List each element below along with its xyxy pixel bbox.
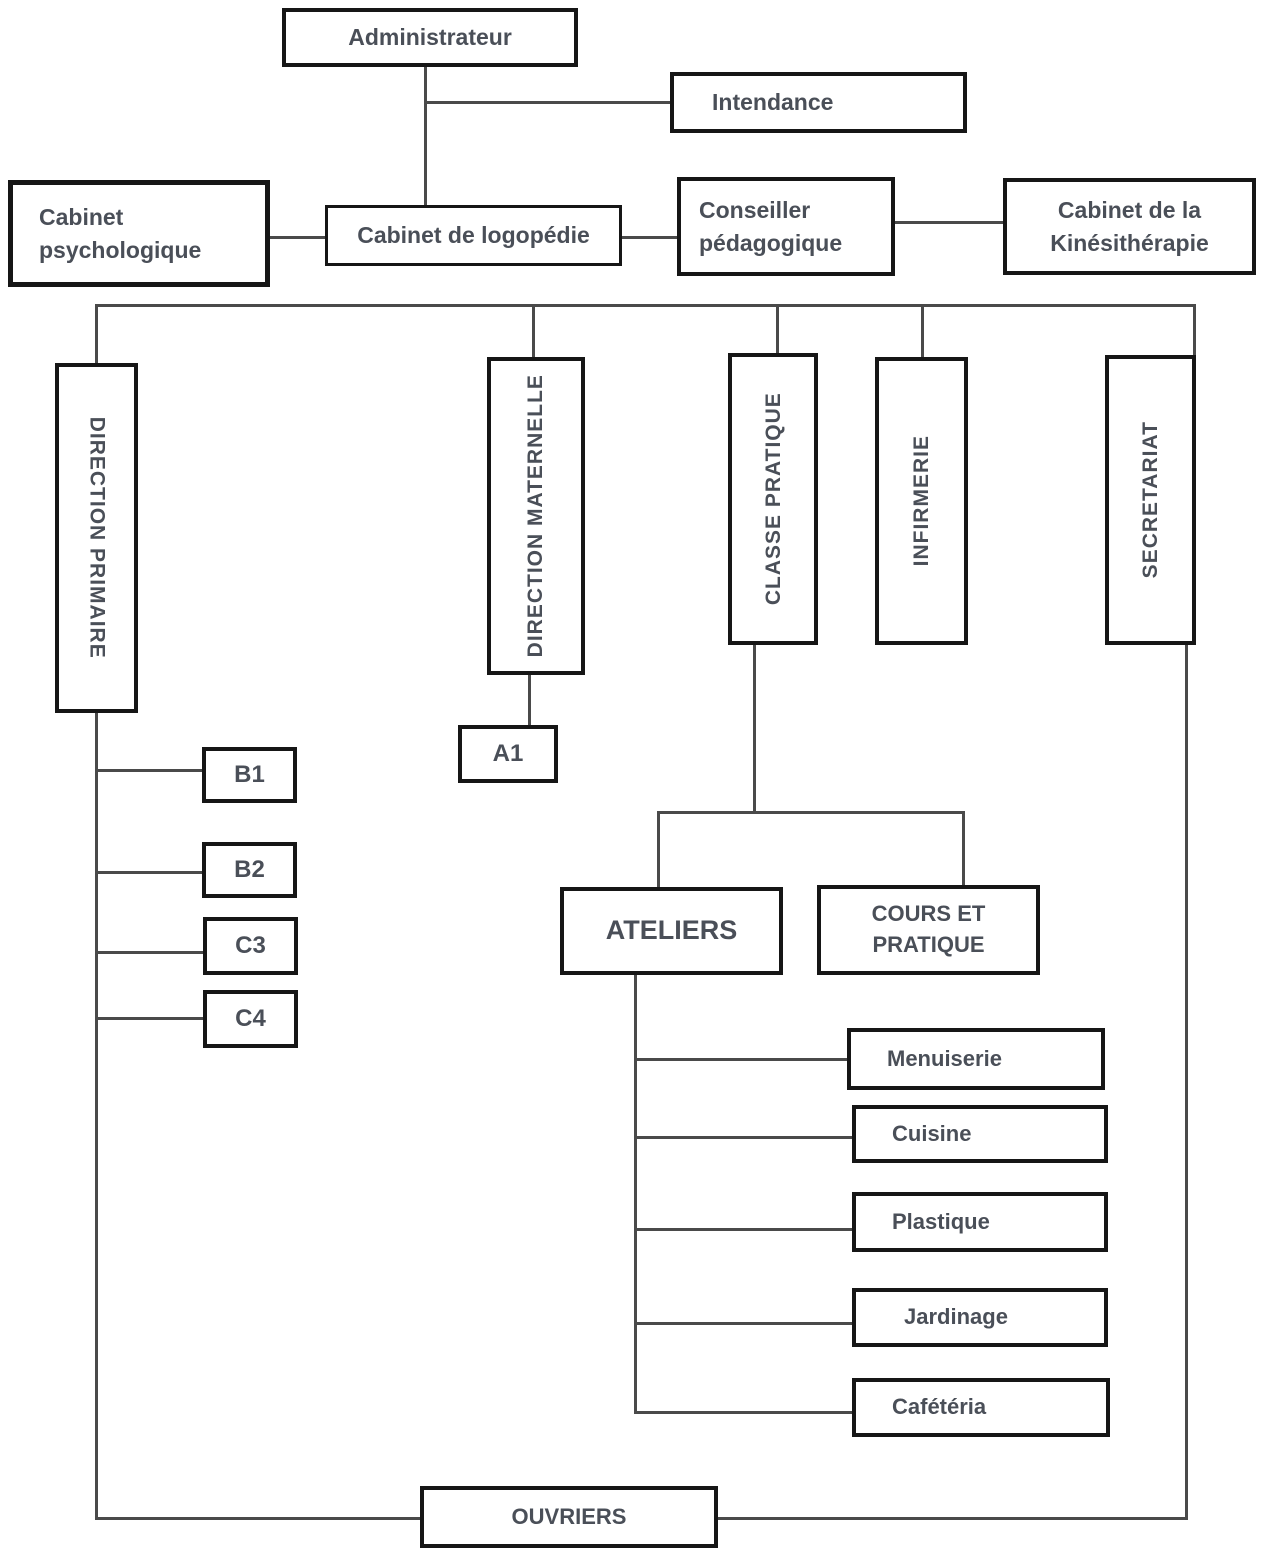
box-cafeteria: Cafétéria [852,1378,1110,1437]
box-cabinet-kinesitherapie: Cabinet de la Kinésithérapie [1003,178,1256,275]
box-direction-primaire: DIRECTION PRIMAIRE [55,363,138,713]
box-label-secretariat: SECRETARIAT [1138,421,1162,579]
edge-ouvriers-right [718,1517,1188,1520]
edge-drop-classe-pratique [776,304,779,355]
edge-classe-split-v [753,645,756,814]
edge-menuiserie [634,1058,847,1061]
box-label-cabinet-psychologique-line2: psychologique [39,236,202,263]
box-direction-maternelle: DIRECTION MATERNELLE [487,357,585,675]
box-jardinage: Jardinage [852,1288,1108,1347]
box-c4: C4 [203,990,298,1048]
edge-jardinage [634,1322,852,1325]
box-intendance: Intendance [670,72,967,133]
box-label-b2: B2 [234,856,265,884]
box-label-jardinage: Jardinage [904,1304,1008,1330]
box-label-plastique: Plastique [892,1208,990,1234]
box-plastique: Plastique [852,1192,1108,1252]
box-ouvriers: OUVRIERS [420,1486,718,1548]
edge-drop-infirmerie [921,304,924,359]
edge-drop-direction-maternelle [532,304,535,359]
box-label-ouvriers: OUVRIERS [511,1503,627,1529]
edge-rail-right [1185,645,1188,1520]
box-secretariat: SECRETARIAT [1105,355,1196,645]
edge-b2 [97,871,202,874]
edge-cafeteria [634,1411,852,1414]
edge-c3 [97,951,203,954]
edge-ouvriers-left [95,1517,423,1520]
box-administrateur: Administrateur [282,8,578,67]
box-label-cuisine: Cuisine [892,1120,972,1146]
edge-logopedie-conseiller [622,236,677,239]
edge-conseiller-kine [895,221,1003,224]
edge-cours-drop [962,811,965,885]
box-cabinet-psychologique: Cabinet psychologique [8,180,270,287]
box-label-administrateur: Administrateur [348,24,512,51]
box-label-cafeteria: Cafétéria [892,1394,987,1420]
box-label-cabinet-kinesitherapie-line1: Cabinet de la [1057,197,1202,224]
box-label-c3: C3 [235,932,266,960]
box-a1: A1 [458,725,558,783]
edge-drop-direction-primaire [95,304,98,365]
box-label-cabinet-kinesitherapie-line2: Kinésithérapie [1050,229,1209,256]
box-label-a1: A1 [492,740,524,768]
box-label-direction-maternelle: DIRECTION MATERNELLE [524,374,548,658]
box-label-cabinet-psychologique-line1: Cabinet [39,204,124,231]
box-label-conseiller-pedagogique-line1: Conseiller [699,197,811,224]
box-menuiserie: Menuiserie [847,1028,1105,1090]
edge-c4 [97,1017,203,1020]
edge-trunk [95,304,1196,307]
box-label-conseiller-pedagogique-line2: pédagogique [699,229,843,256]
box-label-ateliers: ATELIERS [605,915,738,946]
box-label-infirmerie: INFIRMERIE [909,435,933,567]
box-ateliers: ATELIERS [560,887,783,975]
edge-drop-secretariat [1193,304,1196,357]
edge-a1 [528,675,531,725]
box-cabinet-logopedie: Cabinet de logopédie [325,205,622,266]
edge-b1 [97,769,202,772]
edge-ateliers-rail [634,975,637,1414]
box-label-c4: C4 [235,1005,266,1033]
box-c3: C3 [203,917,298,975]
box-cuisine: Cuisine [852,1105,1108,1163]
box-label-cours-et-pratique-line2: PRATIQUE [872,932,985,957]
box-classe-pratique: CLASSE PRATIQUE [728,353,818,645]
box-label-menuiserie: Menuiserie [887,1045,1002,1071]
box-b1: B1 [202,747,297,803]
box-label-cabinet-logopedie: Cabinet de logopédie [357,222,590,249]
box-label-classe-pratique: CLASSE PRATIQUE [761,392,785,606]
edge-cuisine [634,1136,852,1139]
box-cours-et-pratique: COURS ET PRATIQUE [817,885,1040,975]
box-label-intendance: Intendance [712,89,834,116]
edge-rail-left [95,713,98,1520]
box-label-b1: B1 [234,761,265,789]
edge-plastique [634,1228,852,1231]
edge-admin-logopedie [424,67,427,207]
edge-psy-logopedie [270,236,325,239]
box-label-direction-primaire: DIRECTION PRIMAIRE [85,416,109,659]
box-infirmerie: INFIRMERIE [875,357,968,645]
box-conseiller-pedagogique: Conseiller pédagogique [677,177,895,276]
edge-classe-split-h [657,811,965,814]
edge-ateliers-drop [657,811,660,887]
box-b2: B2 [202,842,297,898]
edge-admin-intendance [424,101,670,104]
box-label-cours-et-pratique-line1: COURS ET [871,901,986,927]
